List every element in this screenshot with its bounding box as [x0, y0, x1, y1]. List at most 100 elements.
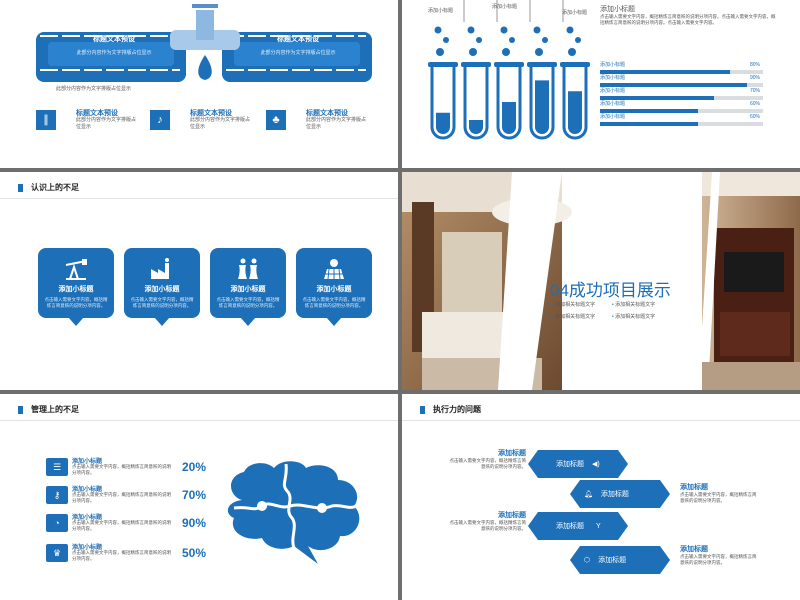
flip-flops-icon: ∥: [36, 110, 56, 130]
bell-icon: 🔔︎: [584, 491, 593, 498]
slide-heading: 执行力的问题: [433, 405, 481, 414]
row-title: 添加小标题: [72, 545, 103, 551]
step-label: 添加标题: [556, 461, 584, 468]
progress-bar: [600, 83, 763, 87]
bubble: [443, 37, 449, 43]
solar-panel-icon: [324, 259, 344, 280]
card-title: 添加小标题: [144, 286, 180, 293]
progress-bar: [600, 122, 763, 126]
pipe-bottom-desc: 此部分内容作为文字排版占位显示: [56, 86, 132, 92]
divider: [0, 198, 398, 199]
tube-liquid: [568, 91, 582, 134]
feature-desc: 此部分内容作为文字排版占位显示: [190, 117, 251, 130]
bar-label: 添加小标题: [600, 75, 626, 81]
progress-bar: [600, 70, 763, 74]
bubble: [535, 48, 543, 56]
info-card[interactable]: 添加小标题 点击输入需要文字内容，概括精炼言简意赅的说明分项内容。: [38, 248, 114, 326]
showcase-item: • 添加相关标题文字: [612, 302, 656, 308]
tube-label: 添加小标题: [492, 4, 518, 10]
bar-label: 添加小标题: [600, 114, 626, 120]
slide-heading: 管理上的不足: [31, 405, 79, 414]
left-box-title: 标题文本预设: [93, 36, 135, 43]
showcase-item: • 添加相关标题文字: [612, 314, 656, 320]
test-tube: [428, 26, 458, 140]
palm-tree-icon: ♣: [266, 110, 286, 130]
tube-liquid: [535, 80, 549, 134]
list-icon: ☰: [46, 458, 68, 476]
tube-liquid: [502, 102, 516, 134]
card-desc: 点击输入需要文字内容，概括精炼言简意赅的说明分项内容。: [44, 297, 108, 308]
showcase-item: • 添加相关标题文字: [552, 314, 596, 320]
key-icon: ⚷: [46, 486, 68, 504]
bar-percent: 60%: [750, 101, 761, 107]
right-box-desc: 此部分内容作为文字排版占位显示: [260, 50, 336, 56]
progress-fill: [600, 70, 731, 74]
slide-project-showcase[interactable]: 04成功项目展示 • 添加相关标题文字 • 添加相关标题文字 • 添加相关标题文…: [402, 172, 800, 390]
heading-marker: [420, 405, 425, 414]
step-button[interactable]: ⬡ 添加标题: [570, 546, 670, 574]
slide-management[interactable]: 管理上的不足 ☰ 添加小标题 点击输入需要文字内容，概括精炼言简意赅的说明分项内…: [0, 394, 398, 600]
feature-desc: 此部分内容作为文字排版占位显示: [306, 117, 367, 130]
bubble: [533, 26, 541, 34]
slide-test-tubes[interactable]: 添加小标题 添加小标题 添加小标题 添加小标题 点击输入需要文字内容，概括精炼言…: [402, 0, 800, 168]
box-icon: ⬡: [584, 557, 591, 564]
bubble: [542, 37, 548, 43]
info-card[interactable]: 添加小标题 点击输入需要文字内容，概括精炼言简意赅的说明分项内容。: [296, 248, 372, 326]
step-label: 添加标题: [598, 557, 627, 564]
test-tube: [527, 26, 557, 140]
card-desc: 点击输入需要文字内容，概括精炼言简意赅的说明分项内容。: [216, 297, 280, 308]
progress-fill: [600, 96, 715, 100]
factory-icon: [151, 258, 169, 279]
row-percent: 90%: [182, 516, 207, 530]
step-side-text: 添加标题 点击输入需要文字内容，概括精炼言简意赅的说明分项内容。: [680, 484, 757, 503]
test-tube: [560, 26, 590, 140]
bar-percent: 60%: [750, 114, 761, 120]
step-side-text: 添加标题 点击输入需要文字内容，概括精炼言简意赅的说明分项内容。: [449, 450, 527, 469]
info-card[interactable]: 添加小标题 点击输入需要文字内容，概括精炼言简意赅的说明分项内容。: [210, 248, 286, 326]
bubble: [502, 48, 510, 56]
row-desc: 点击输入需要文字内容，概括精炼言简意赅的说明分项内容。: [72, 550, 171, 561]
test-tubes-graphic: [428, 0, 590, 140]
progress-fill: [600, 109, 698, 113]
progress-bar: [600, 96, 763, 100]
progress-fill: [600, 83, 747, 87]
info-card[interactable]: 添加小标题 点击输入需要文字内容，概括精炼言简意赅的说明分项内容。: [124, 248, 200, 326]
row-percent: 70%: [182, 488, 207, 502]
left-box-desc: 此部分内容作为文字排版占位显示: [76, 50, 152, 56]
bars-desc: 点击输入需要文字内容，概括精炼言简意赅的说明分项内容。点击输入需要文字内容，概括…: [600, 14, 776, 25]
brain-puzzle-icon: [227, 461, 360, 564]
step-button[interactable]: 添加标题 ◀): [528, 450, 628, 478]
card-desc: 点击输入需要文字内容，概括精炼言简意赅的说明分项内容。: [130, 297, 194, 308]
feature-title: 标题文本预设: [76, 110, 118, 117]
gauge-icon: ◔: [46, 514, 68, 532]
step-button[interactable]: 🔔︎ 添加标题: [570, 480, 670, 508]
bubble: [566, 26, 574, 34]
slide-pipe-diagram[interactable]: 标题文本预设 此部分内容作为文字排版占位显示 标题文本预设 此部分内容作为文字排…: [0, 0, 398, 168]
hotel-room-photo: [402, 172, 800, 390]
bar-label: 添加小标题: [600, 101, 626, 107]
oil-pump-icon: [65, 259, 87, 280]
bar-label: 添加小标题: [600, 88, 626, 94]
step-label: 添加标题: [600, 491, 629, 498]
bubble: [434, 26, 442, 34]
bubble: [436, 48, 444, 56]
bar-percent: 90%: [750, 75, 761, 81]
slide-cognition[interactable]: 认识上的不足 添加小标题 点击输入需要文字内容，概括精炼言简意赅的说明分项内容。…: [0, 172, 398, 390]
heading-marker: [18, 405, 23, 414]
progress-fill: [600, 122, 698, 126]
feature-desc: 此部分内容作为文字排版占位显示: [76, 117, 137, 130]
trophy-icon: ♛: [46, 544, 68, 562]
bar-percent: 80%: [750, 62, 761, 68]
bubble: [469, 48, 477, 56]
feature-title: 标题文本预设: [306, 110, 348, 117]
card-title: 添加小标题: [58, 286, 94, 293]
cooling-tower-icon: [238, 258, 258, 279]
row-desc: 点击输入需要文字内容，概括精炼言简意赅的说明分项内容。: [72, 464, 171, 475]
bar-percent: 70%: [750, 88, 761, 94]
slide-heading: 认识上的不足: [31, 183, 79, 192]
step-side-text: 添加标题 点击输入需要文字内容，概括精炼言简意赅的说明分项内容。: [680, 546, 757, 565]
volume-icon: ◀): [592, 461, 600, 468]
tube-label: 添加小标题: [428, 8, 454, 14]
